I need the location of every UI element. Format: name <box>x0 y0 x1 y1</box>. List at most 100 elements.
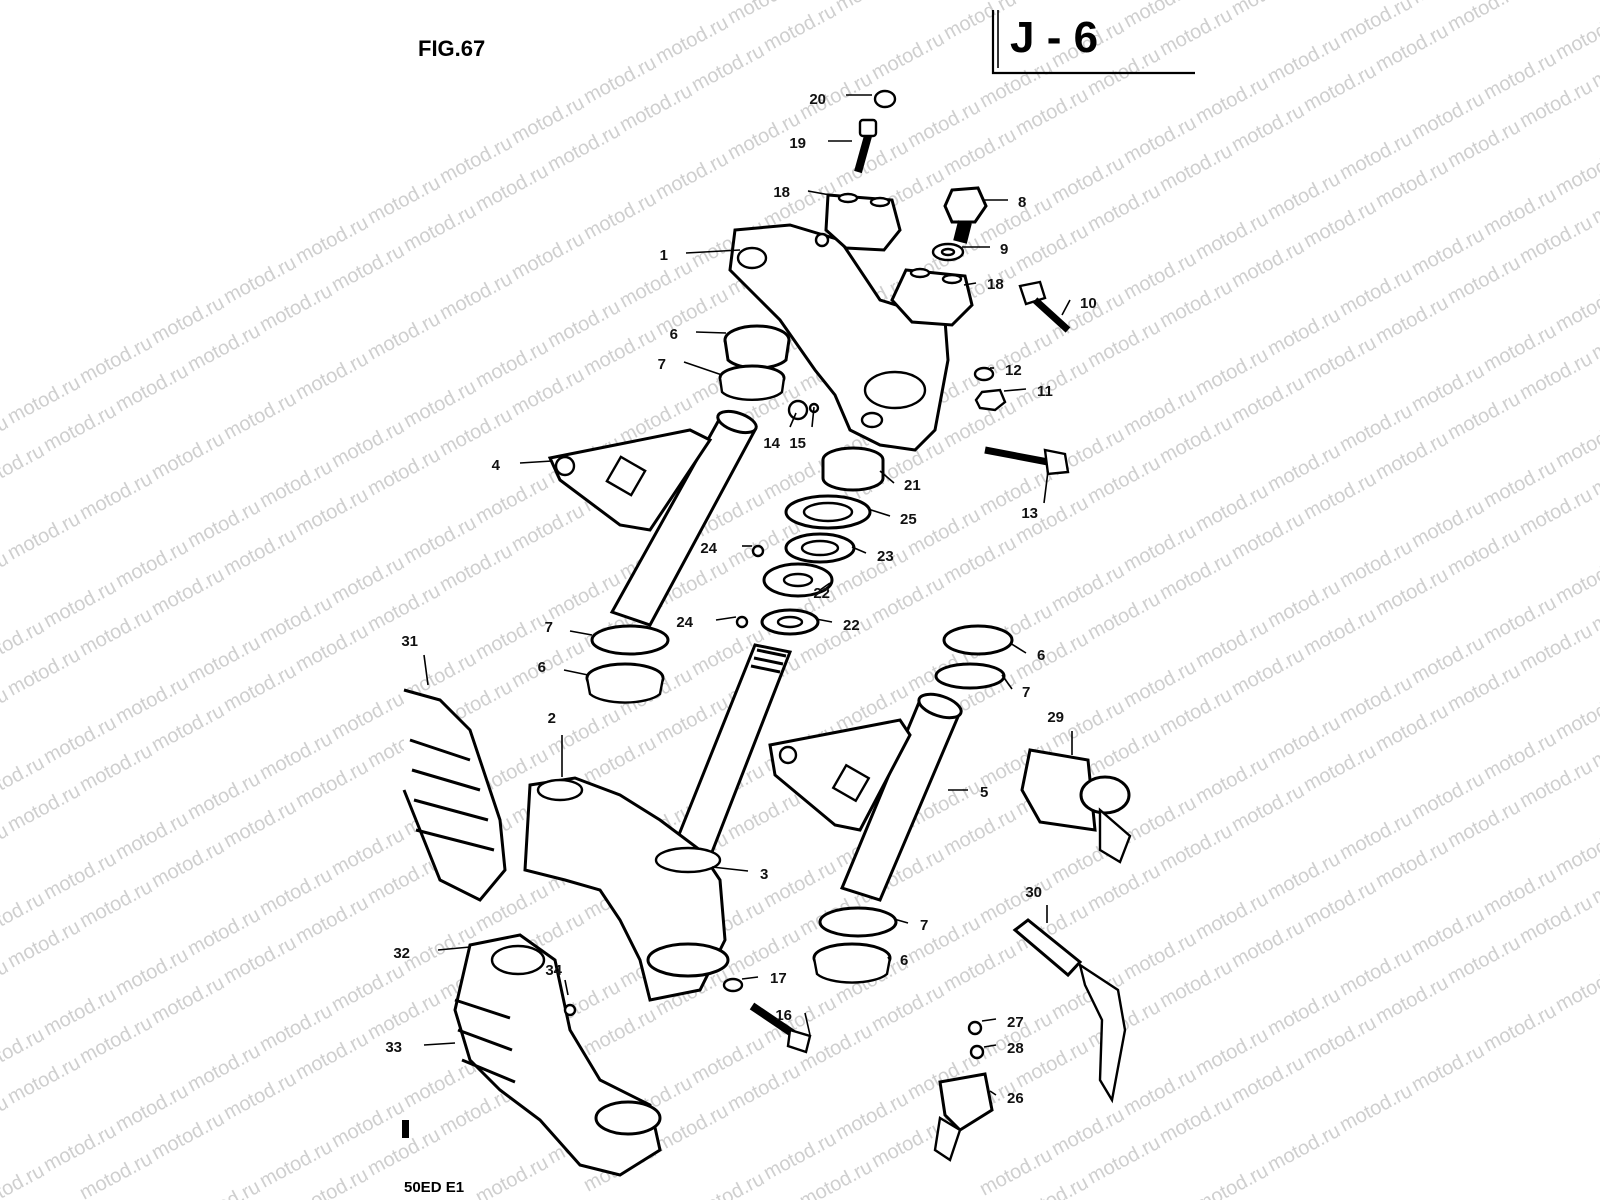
clamp-bolt-part <box>854 118 878 174</box>
callout-c6b: 6 <box>538 659 546 676</box>
watermark-text: motod.ru <box>1228 236 1308 292</box>
callout-c21: 21 <box>904 477 921 494</box>
watermark-text: motod.ru <box>1156 276 1236 332</box>
leader-c17 <box>741 976 759 980</box>
washer-part <box>973 366 995 382</box>
watermark-text: motod.ru <box>4 508 84 564</box>
callout-c22a: 22 <box>813 585 830 602</box>
leader-c6c <box>1009 642 1027 654</box>
leader-c15 <box>811 406 815 428</box>
watermark-text: motod.ru <box>508 500 588 556</box>
watermark-text: motod.ru <box>1444 388 1524 444</box>
callout-c14: 14 <box>763 435 780 452</box>
watermark-text: motod.ru <box>76 468 156 524</box>
watermark-text: motod.ru <box>1156 548 1236 604</box>
watermark-text: motod.ru <box>1264 1120 1344 1176</box>
pinch-bolt-part <box>1018 280 1071 333</box>
callout-c6a: 6 <box>670 326 678 343</box>
watermark-text: motod.ru <box>76 876 156 932</box>
watermark-text: motod.ru <box>1444 660 1524 716</box>
watermark-text: motod.ru <box>940 804 1020 860</box>
leader-c21 <box>879 470 895 484</box>
callout-c24a: 24 <box>700 540 717 557</box>
leader-c6b <box>563 669 589 676</box>
watermark-text: motod.ru <box>1552 144 1600 200</box>
watermark-text: motod.ru <box>1372 972 1452 1028</box>
watermark-text: motod.ru <box>472 1152 552 1200</box>
watermark-text: motod.ru <box>220 524 300 580</box>
callout-c24b: 24 <box>676 614 693 631</box>
watermark-text: motod.ru <box>760 0 840 56</box>
watermark-text: motod.ru <box>544 120 624 176</box>
watermark-text: motod.ru <box>724 924 804 980</box>
leader-c7d <box>893 918 909 924</box>
watermark-text: motod.ru <box>436 404 516 460</box>
watermark-text: motod.ru <box>1084 724 1164 780</box>
lower-bracket-part <box>523 776 730 1002</box>
watermark-text: motod.ru <box>148 700 228 756</box>
watermark-text: motod.ru <box>1228 372 1308 428</box>
watermark-text: motod.ru <box>1228 508 1308 564</box>
watermark-text: motod.ru <box>508 364 588 420</box>
watermark-text: motod.ru <box>1408 1040 1488 1096</box>
callout-c29: 29 <box>1047 709 1064 726</box>
leader-c7c <box>1001 674 1013 690</box>
watermark-text: motod.ru <box>580 732 660 788</box>
watermark-text: motod.ru <box>940 940 1020 996</box>
watermark-text: motod.ru <box>292 484 372 540</box>
leader-c13 <box>1043 470 1049 504</box>
watermark-text: motod.ru <box>580 324 660 380</box>
watermark-text: motod.ru <box>400 200 480 256</box>
ball-bearing-part-2 <box>735 615 749 629</box>
leader-c31 <box>423 654 429 686</box>
callout-c25: 25 <box>900 511 917 528</box>
leader-c18a <box>807 190 831 196</box>
watermark-text: motod.ru <box>364 988 444 1044</box>
watermark-text: motod.ru <box>580 188 660 244</box>
watermark-text: motod.ru <box>1300 876 1380 932</box>
leader-c27 <box>981 1018 997 1022</box>
watermark-text: motod.ru <box>148 428 228 484</box>
watermark-text: motod.ru <box>184 1176 264 1200</box>
watermark-text: motod.ru <box>1156 684 1236 740</box>
watermark-text: motod.ru <box>292 620 372 676</box>
callout-c13: 13 <box>1021 505 1038 522</box>
leader-c1 <box>685 249 741 254</box>
callout-c6d: 6 <box>900 952 908 969</box>
callout-c34: 34 <box>545 962 562 979</box>
watermark-text: motod.ru <box>868 572 948 628</box>
watermark-text: motod.ru <box>4 644 84 700</box>
upper-bracket-part <box>728 223 950 452</box>
callout-c6c: 6 <box>1037 647 1045 664</box>
watermark-text: motod.ru <box>1552 280 1600 336</box>
callout-c1: 1 <box>660 247 668 264</box>
callout-c4: 4 <box>492 457 501 474</box>
watermark-text: motod.ru <box>616 80 696 136</box>
watermark-text: motod.ru <box>112 360 192 416</box>
watermark-text: motod.ru <box>1516 756 1596 812</box>
watermark-text: motod.ru <box>1228 644 1308 700</box>
callout-c10: 10 <box>1080 295 1097 312</box>
watermark-text: motod.ru <box>1228 100 1308 156</box>
callout-c32: 32 <box>393 945 410 962</box>
leader-c18b <box>963 282 977 286</box>
watermark-text: motod.ru <box>1192 1160 1272 1200</box>
watermark-text: motod.ru <box>688 40 768 96</box>
leader-c4 <box>519 460 553 464</box>
callout-c30: 30 <box>1025 884 1042 901</box>
watermark-text: motod.ru <box>1516 348 1596 404</box>
watermark-text: motod.ru <box>652 284 732 340</box>
left-fork-tube-part <box>547 409 758 627</box>
callout-c11: 11 <box>1037 383 1053 400</box>
upper-left-seal-rings <box>718 324 791 401</box>
callout-c9: 9 <box>1000 241 1008 258</box>
leader-c33 <box>423 1042 456 1046</box>
ball-bearing-part <box>751 544 765 558</box>
watermark-text: motod.ru <box>1516 620 1596 676</box>
callout-c7d: 7 <box>920 917 928 934</box>
watermark-text: motod.ru <box>1012 220 1092 276</box>
callout-c16: 16 <box>775 1007 792 1024</box>
watermark-text: motod.ru <box>1516 76 1596 132</box>
watermark-text: motod.ru <box>1300 468 1380 524</box>
